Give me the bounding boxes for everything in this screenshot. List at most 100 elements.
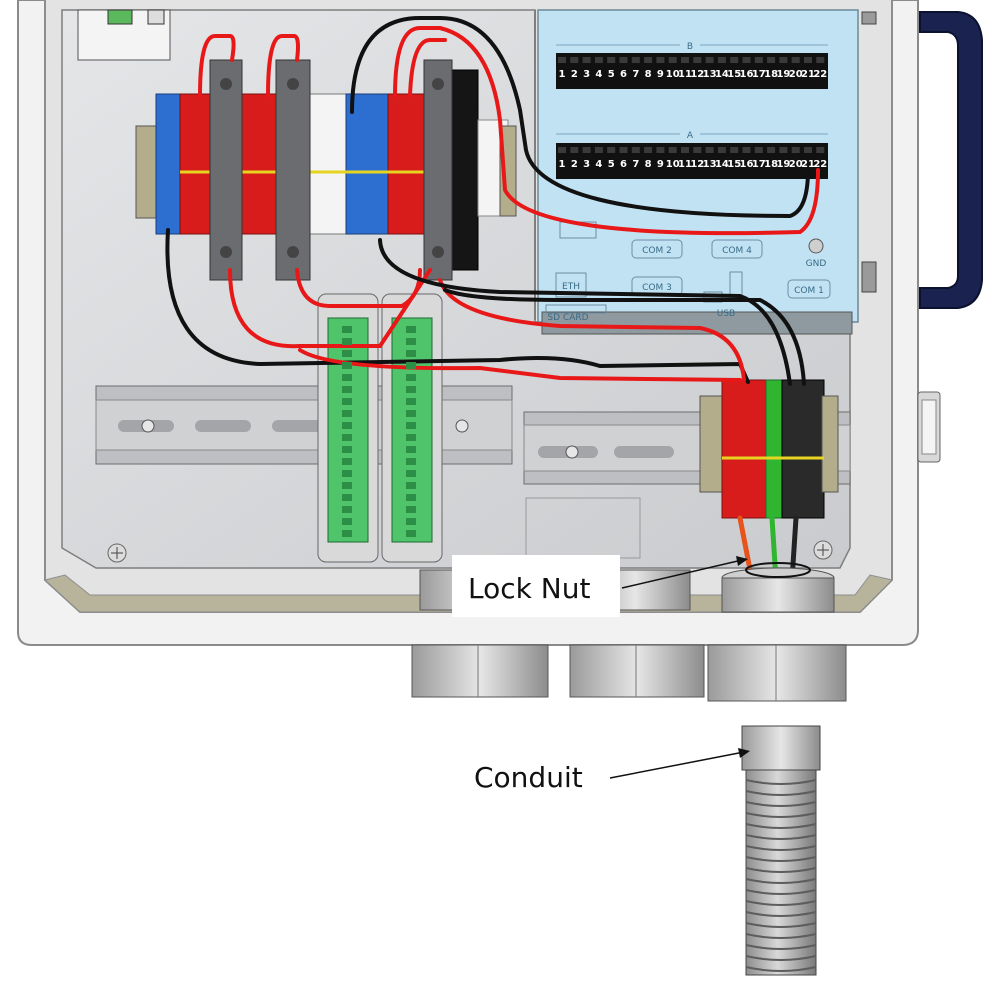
conduit-rib	[745, 900, 817, 906]
pin-number: 2	[571, 159, 578, 170]
pin-number: 21	[801, 159, 815, 170]
pin-number: 11	[678, 159, 692, 170]
conduit-rib	[745, 889, 817, 895]
pin-number: 10	[666, 69, 680, 80]
terminal-screw	[570, 57, 579, 63]
conduit-rib	[745, 867, 817, 873]
terminal-screw	[619, 147, 628, 153]
pin-number: 2	[571, 69, 578, 80]
conduit-rib	[745, 845, 817, 851]
pin-number: 20	[789, 69, 803, 80]
terminal-screw	[570, 147, 579, 153]
pin-number: 12	[690, 159, 704, 170]
io-terminal	[342, 458, 352, 465]
terminal-screw	[681, 57, 689, 63]
terminal-screw	[705, 147, 714, 153]
pin-number: 13	[703, 159, 717, 170]
io-terminal	[342, 470, 352, 477]
conduit-rib	[745, 823, 817, 829]
terminal-screw	[656, 147, 665, 153]
io-terminal	[342, 530, 352, 537]
io-terminal	[406, 374, 416, 381]
conduit-rib	[745, 790, 817, 796]
io-terminal	[342, 482, 352, 489]
pin-number: 1	[559, 69, 566, 80]
conduit-arrowhead	[738, 748, 750, 758]
pin-number: 14	[715, 69, 729, 80]
pin-number: 22	[813, 159, 827, 170]
pin-number: 6	[620, 69, 627, 80]
pin-number: 9	[657, 159, 664, 170]
terminal-block-incoming	[699, 379, 839, 519]
io-terminal	[406, 410, 416, 417]
sd-card-label: SD CARD	[547, 313, 588, 323]
terminal-screw	[644, 147, 653, 153]
conduit-rib	[745, 812, 817, 818]
pin-number: 20	[789, 159, 803, 170]
io-terminal	[342, 422, 352, 429]
terminal-screw	[644, 57, 653, 63]
com4-port	[711, 239, 763, 259]
pin-number: 21	[801, 69, 815, 80]
io-terminal	[406, 362, 416, 369]
conduit-rib	[745, 856, 817, 862]
pin-number: 13	[703, 69, 717, 80]
conduit-rib	[745, 834, 817, 840]
pin-number: 7	[632, 69, 639, 80]
io-terminal	[406, 386, 416, 393]
conduit-rib	[745, 922, 817, 928]
io-terminal	[406, 530, 416, 537]
pin-number: 1	[559, 159, 566, 170]
pin-number: 16	[740, 159, 754, 170]
conduit-rib	[745, 801, 817, 807]
io-terminal	[406, 470, 416, 477]
conduit-rib	[745, 944, 817, 950]
conduit-rib	[745, 966, 817, 972]
io-terminal	[342, 506, 352, 513]
wiring	[165, 16, 820, 583]
eth-label: ETH	[562, 282, 580, 292]
terminal-screw	[804, 147, 812, 153]
conduit-rib	[745, 779, 817, 785]
terminal-screw	[668, 57, 677, 63]
pin-number: 19	[776, 69, 790, 80]
pin-number: 3	[583, 69, 590, 80]
terminal-screw	[767, 147, 776, 153]
conduit-leader	[609, 751, 745, 779]
terminal-screw	[804, 57, 812, 63]
terminal-screw	[717, 147, 726, 153]
io-terminal	[342, 398, 352, 405]
lock-nut-callout	[452, 555, 620, 617]
terminal-screw	[594, 57, 603, 63]
row-b-label: B	[687, 42, 693, 52]
terminal-screw	[582, 147, 591, 153]
terminal-screw	[717, 57, 726, 63]
pin-number: 12	[690, 69, 704, 80]
terminal-screw	[607, 57, 616, 63]
io-terminal	[342, 350, 352, 357]
io-terminal	[342, 434, 352, 441]
conduit-rib	[745, 955, 817, 961]
pin-number: 15	[727, 69, 741, 80]
din-rail-left	[95, 385, 513, 465]
pin-number: 11	[678, 69, 692, 80]
conduit-rib	[745, 911, 817, 917]
gnd-label: GND	[806, 259, 827, 269]
terminal-screw	[816, 57, 825, 63]
io-terminal	[342, 326, 352, 333]
conduit-rib	[745, 878, 817, 884]
io-terminal	[342, 362, 352, 369]
terminal-screw	[681, 147, 689, 153]
io-terminal	[406, 350, 416, 357]
io-terminal	[406, 398, 416, 405]
com1-port	[787, 279, 831, 299]
pin-number: 9	[657, 69, 664, 80]
io-terminal	[406, 506, 416, 513]
terminal-screw	[693, 57, 702, 63]
usb-label: USB	[717, 309, 735, 319]
terminal-screw	[558, 147, 566, 153]
pin-number: 15	[727, 159, 741, 170]
terminal-screw	[742, 147, 751, 153]
